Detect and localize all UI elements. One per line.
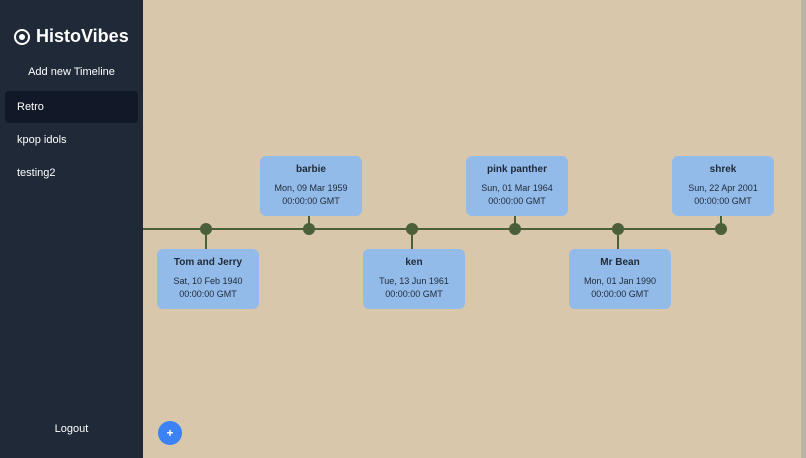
event-time: 00:00:00 GMT: [591, 289, 649, 299]
timeline-canvas: Tom and Jerry Sat, 10 Feb 1940 00:00:00 …: [143, 0, 801, 458]
event-card[interactable]: Mr Bean Mon, 01 Jan 1990 00:00:00 GMT: [569, 249, 671, 309]
event-card[interactable]: shrek Sun, 22 Apr 2001 00:00:00 GMT: [672, 156, 774, 216]
timeline-dot[interactable]: [509, 223, 521, 235]
timeline-stem: [720, 216, 722, 224]
event-card[interactable]: pink panther Sun, 01 Mar 1964 00:00:00 G…: [466, 156, 568, 216]
sidebar-item-testing2[interactable]: testing2: [5, 157, 138, 189]
event-card[interactable]: ken Tue, 13 Jun 1961 00:00:00 GMT: [363, 249, 465, 309]
timeline-stem: [617, 235, 619, 249]
event-time: 00:00:00 GMT: [694, 196, 752, 206]
brand-name: HistoVibes: [36, 26, 129, 46]
sidebar: HistoVibes Add new Timeline Retro kpop i…: [0, 0, 143, 458]
sidebar-item-label: kpop idols: [17, 134, 67, 146]
timeline-stem: [514, 216, 516, 224]
event-title: Mr Bean: [600, 257, 640, 268]
add-timeline-button[interactable]: Add new Timeline: [28, 66, 115, 78]
event-time: 00:00:00 GMT: [385, 289, 443, 299]
event-time: 00:00:00 GMT: [488, 196, 546, 206]
event-date: Tue, 13 Jun 1961: [379, 276, 449, 286]
sidebar-item-retro[interactable]: Retro: [5, 91, 138, 123]
brand[interactable]: HistoVibes: [14, 26, 129, 47]
scrollbar[interactable]: [801, 0, 806, 458]
timeline-dot[interactable]: [612, 223, 624, 235]
event-date: Sun, 01 Mar 1964: [481, 183, 553, 193]
event-time: 00:00:00 GMT: [282, 196, 340, 206]
target-logo-icon: [14, 28, 30, 45]
timeline-stem: [205, 235, 207, 249]
logout-button[interactable]: Logout: [54, 423, 89, 435]
event-time: 00:00:00 GMT: [179, 289, 237, 299]
event-date: Sun, 22 Apr 2001: [688, 183, 758, 193]
event-card[interactable]: barbie Mon, 09 Mar 1959 00:00:00 GMT: [260, 156, 362, 216]
add-event-button[interactable]: +: [158, 421, 182, 445]
event-date: Mon, 01 Jan 1990: [583, 276, 657, 286]
timeline-dot[interactable]: [200, 223, 212, 235]
event-date: Sat, 10 Feb 1940: [173, 276, 243, 286]
timeline-stem: [411, 235, 413, 249]
sidebar-item-kpop-idols[interactable]: kpop idols: [5, 124, 138, 156]
event-title: shrek: [709, 164, 737, 175]
event-title: ken: [405, 257, 423, 268]
event-card[interactable]: Tom and Jerry Sat, 10 Feb 1940 00:00:00 …: [157, 249, 259, 309]
timeline-line: [143, 228, 723, 230]
timeline-dot[interactable]: [406, 223, 418, 235]
event-title: Tom and Jerry: [173, 257, 243, 268]
event-title: barbie: [295, 164, 326, 175]
timeline-dot[interactable]: [303, 223, 315, 235]
event-title: pink panther: [486, 164, 547, 175]
event-date: Mon, 09 Mar 1959: [274, 183, 348, 193]
sidebar-item-label: Retro: [17, 101, 44, 113]
timeline-dot[interactable]: [715, 223, 727, 235]
timeline-stem: [308, 216, 310, 224]
sidebar-item-label: testing2: [17, 167, 56, 179]
